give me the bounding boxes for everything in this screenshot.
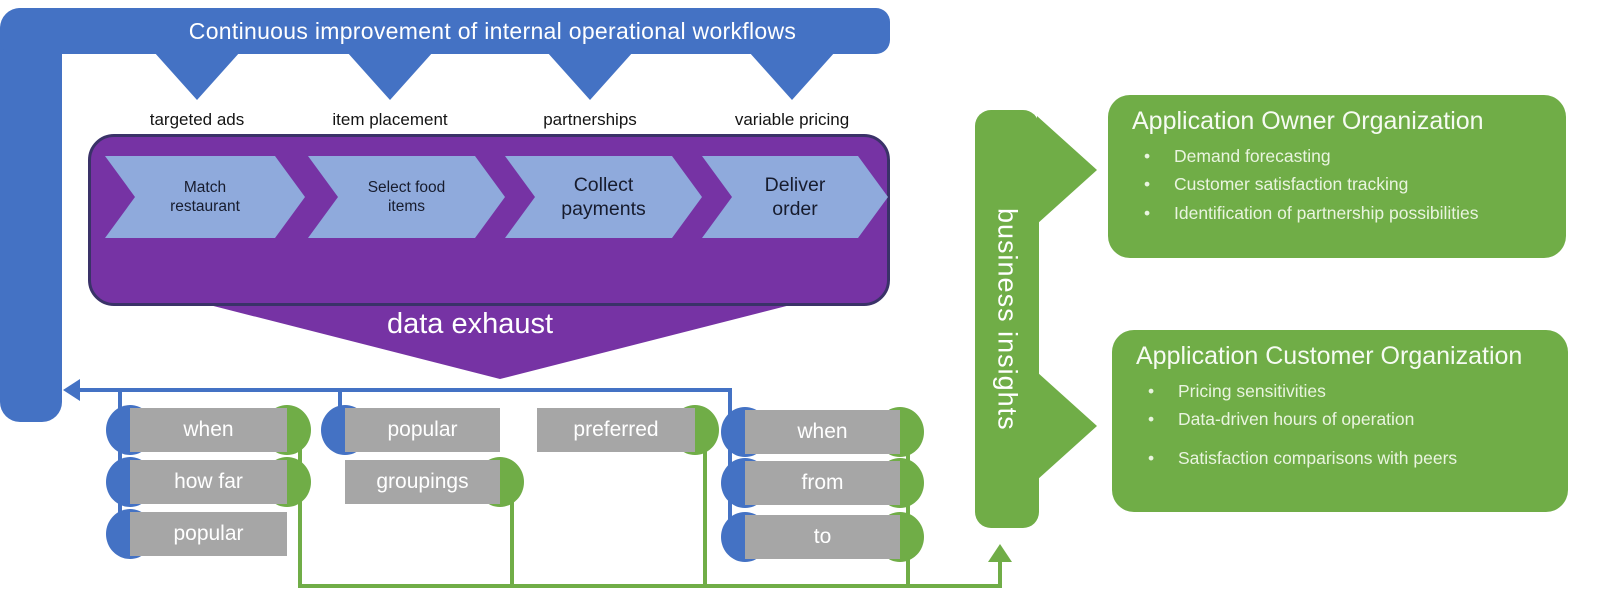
workflow-step-label: Collect payments [561, 173, 646, 220]
signal-pill: from [721, 458, 924, 508]
bullet-text: Satisfaction comparisons with peers [1178, 447, 1458, 468]
workflow-step-label: Select food items [367, 178, 446, 215]
improvement-tag: partnerships [543, 110, 637, 129]
bullet-item: • Customer satisfaction tracking [1132, 170, 1548, 198]
bullet-item: • Pricing sensitivities [1136, 377, 1550, 405]
green-connector-line [703, 430, 707, 588]
green-connector-line [510, 482, 514, 588]
bullet-item: • Demand forecasting [1132, 142, 1548, 170]
banner-arrow-down-icon [547, 52, 633, 100]
signal-pill-label: when [745, 410, 900, 454]
banner: Continuous improvement of internal opera… [0, 8, 890, 54]
banner-arrow-down-icon [347, 52, 433, 100]
insights-arrow-right-icon [1037, 372, 1097, 480]
improvement-tag: variable pricing [734, 110, 850, 129]
data-exhaust-label: data exhaust [386, 308, 554, 340]
signal-pill-label: popular [345, 408, 500, 452]
bullet-item: • Satisfaction comparisons with peers [1136, 444, 1550, 472]
bullet-item: • Identification of partnership possibil… [1132, 199, 1548, 227]
improvement-tag: item placement [332, 110, 448, 129]
bullet-text: Pricing sensitivities [1178, 381, 1326, 401]
signal-pill: how far [106, 457, 311, 507]
signal-pill-label: groupings [345, 460, 500, 504]
blue-connector-line [78, 388, 732, 392]
improvement-tag: targeted ads [149, 110, 245, 129]
customer-org-title: Application Customer Organization [1136, 342, 1523, 370]
business-insights-bar: business insights [975, 110, 1039, 528]
workflow-step-chevron: Deliver order [702, 156, 888, 238]
signal-pill-label: when [130, 408, 287, 452]
green-connector-line [298, 584, 1002, 588]
bullet-icon: • [1144, 202, 1151, 223]
bullet-text: Data-driven hours of operation [1178, 409, 1415, 430]
signal-pill: groupings [345, 457, 524, 507]
banner-arrow-down-icon [154, 52, 240, 100]
banner-label: Continuous improvement of internal opera… [188, 17, 797, 44]
feedback-loop-rail [0, 8, 62, 422]
bullet-text: Demand forecasting [1174, 146, 1331, 166]
signal-pill: when [106, 405, 311, 455]
insights-arrow-right-icon [1037, 116, 1097, 224]
bullet-item: • Data-driven hours of operation [1136, 405, 1550, 433]
banner-arrow-down-icon [749, 52, 835, 100]
bullet-icon: • [1144, 146, 1151, 166]
bullet-text: Customer satisfaction tracking [1174, 174, 1409, 195]
signal-pill-label: how far [130, 460, 287, 504]
workflow-step-chevron: Collect payments [505, 156, 702, 238]
signal-pill: when [721, 407, 924, 457]
bullet-text: Identification of partnership possibilit… [1174, 202, 1479, 223]
workflow-step-chevron: Select food items [308, 156, 505, 238]
signal-pill: preferred [537, 405, 719, 455]
workflow-step-label: Match restaurant [170, 178, 240, 215]
signal-pill-label: preferred [537, 408, 695, 452]
signal-pill: to [721, 512, 924, 562]
insights-arrow-up-icon [988, 544, 1012, 562]
signal-pill-label: from [745, 461, 900, 505]
customer-org-box: Application Customer Organization • Pric… [1112, 330, 1568, 512]
signal-pill-label: to [745, 515, 900, 559]
business-insights-label: business insights [992, 207, 1023, 431]
green-connector-line [298, 430, 302, 588]
owner-org-title: Application Owner Organization [1132, 107, 1484, 135]
signal-pill: popular [321, 405, 500, 455]
green-connector-line [906, 432, 910, 588]
signal-pill-label: popular [130, 512, 287, 556]
bullet-icon: • [1148, 409, 1155, 430]
workflow-step-label: Deliver order [764, 173, 826, 220]
bullet-icon: • [1148, 381, 1155, 401]
owner-org-box: Application Owner Organization • Demand … [1108, 95, 1566, 258]
green-connector-line [998, 558, 1002, 588]
bullet-icon: • [1144, 174, 1151, 195]
workflow-step-chevron: Match restaurant [105, 156, 305, 238]
signal-pill: popular [106, 509, 287, 559]
bullet-icon: • [1148, 447, 1155, 468]
